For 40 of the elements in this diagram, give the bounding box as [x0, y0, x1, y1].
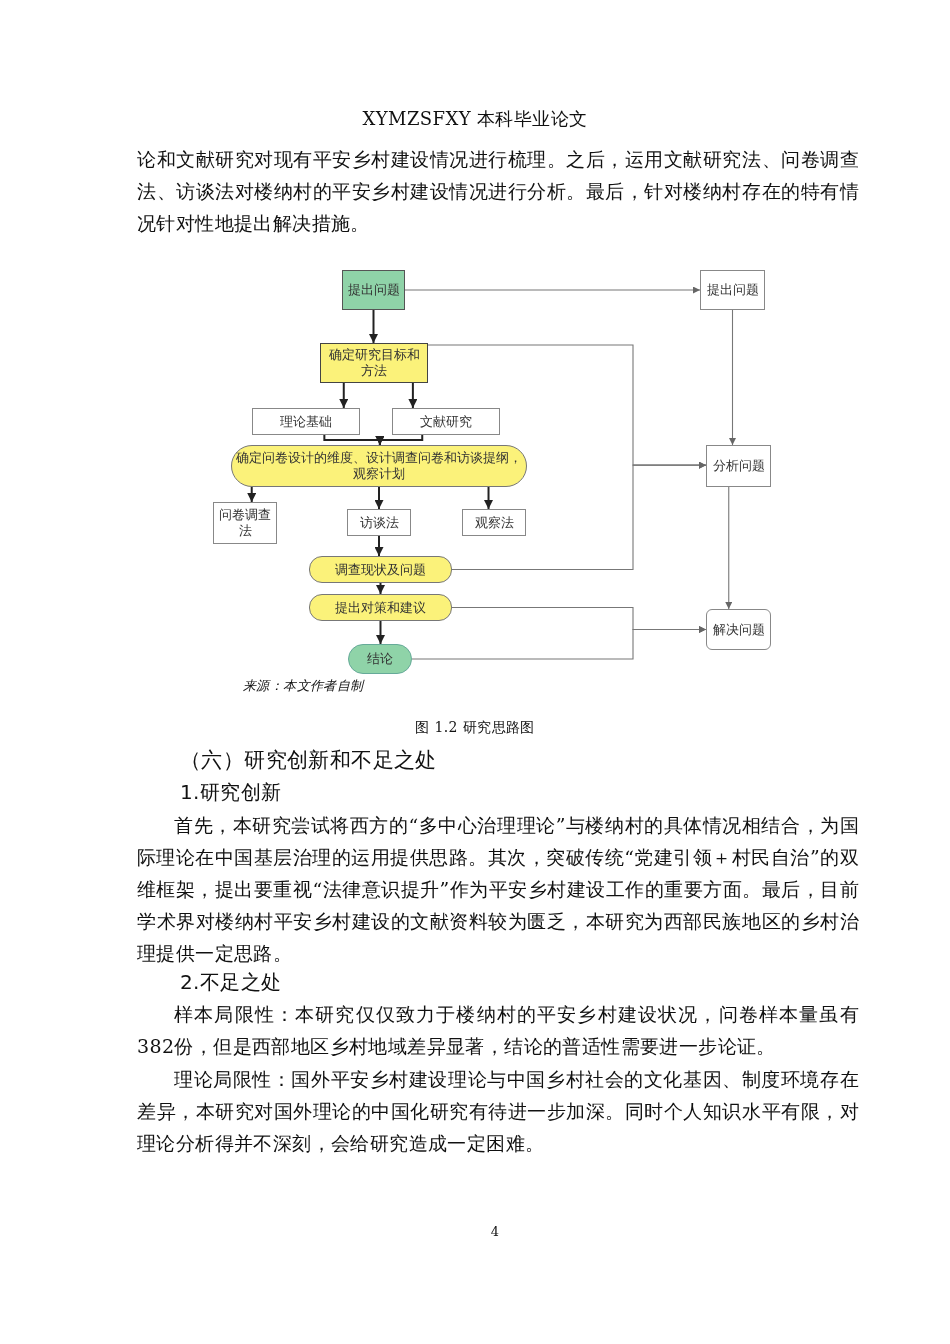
arrow — [404, 286, 701, 294]
section-heading: （六）研究创新和不足之处 — [180, 747, 438, 774]
terminal-box: 提出对策和建议 — [309, 594, 452, 621]
paragraph: 样本局限性：本研究仅仅致力于楼纳村的平安乡村建设状况，问卷样本量虽有382份，但是西部地区乡村地域差异显著，结论的普适性需要进一步论证。 — [137, 1002, 859, 1059]
arrow — [339, 382, 349, 409]
arrow — [374, 535, 384, 557]
process-box: 访谈法 — [347, 509, 411, 536]
arrow — [408, 382, 418, 409]
running-header: XYMZSFXY 本科毕业论文 — [361, 107, 589, 131]
source-note: 来源：本文作者自制 — [243, 677, 366, 695]
process-box: 确定研究目标和方法 — [320, 343, 428, 383]
terminal-box: 调查现状及问题 — [309, 556, 452, 583]
paragraph: 首先，本研究尝试将西方的“多中心治理理论”与楼纳村的具体情况相结合，为国际理论在中国基层治理的运用提供思路。其次，突破传统“党建引领＋村民自治”的双维框架，提出要重视“法律意识提升”作为平安乡村建设工作的重要方面。最后，目前学术界对楼纳村平安乡村建设的文献资料较为匮乏，本研究为西部民族地区的乡村治理提供一定思路。 — [137, 813, 859, 966]
arrow — [484, 486, 493, 510]
figure-caption: 图 1.2 研究思路图 — [414, 718, 536, 737]
arrow — [374, 486, 384, 510]
arrow — [376, 582, 385, 595]
subsection-heading: 2.不足之处 — [180, 969, 283, 996]
arrow — [725, 486, 733, 610]
page-number: 4 — [489, 1223, 501, 1241]
arrow — [451, 461, 707, 571]
subsection-heading: 1.研究创新 — [180, 779, 283, 806]
process-box: 问卷调查法 — [213, 502, 277, 544]
arrow — [247, 486, 257, 503]
paragraph: 论和文献研究对现有平安乡村建设情况进行梳理。之后，运用文献研究法、问卷调查法、访谈法对楼纳村的平安乡村建设情况进行分析。最后，针对楼纳村存在的特有情况针对性地提出解决措施。 — [137, 147, 859, 236]
process-box: 解决问题 — [706, 609, 771, 650]
arrow — [376, 620, 385, 645]
arrow — [729, 309, 736, 446]
paragraph: 理论局限性：国外平安乡村建设理论与中国乡村社会的文化基因、制度环境存在差异，本研究对国外理论的中国化研究有待进一步加深。同时个人知识水平有限，对理论分析得并不深刻，会给研究造成一定困难。 — [137, 1067, 859, 1156]
terminal-box: 结论 — [348, 644, 412, 674]
process-box: 观察法 — [462, 509, 526, 536]
arrow — [375, 434, 424, 446]
process-box: 分析问题 — [706, 445, 771, 487]
process-box: 理论基础 — [252, 408, 360, 435]
arrow — [369, 309, 378, 344]
process-box: 文献研究 — [392, 408, 500, 435]
process-box: 提出问题 — [342, 270, 405, 310]
process-box: 提出问题 — [700, 270, 765, 310]
arrow — [411, 626, 707, 660]
terminal-box: 确定问卷设计的维度、设计调查问卷和访谈提纲，观察计划 — [231, 445, 527, 487]
